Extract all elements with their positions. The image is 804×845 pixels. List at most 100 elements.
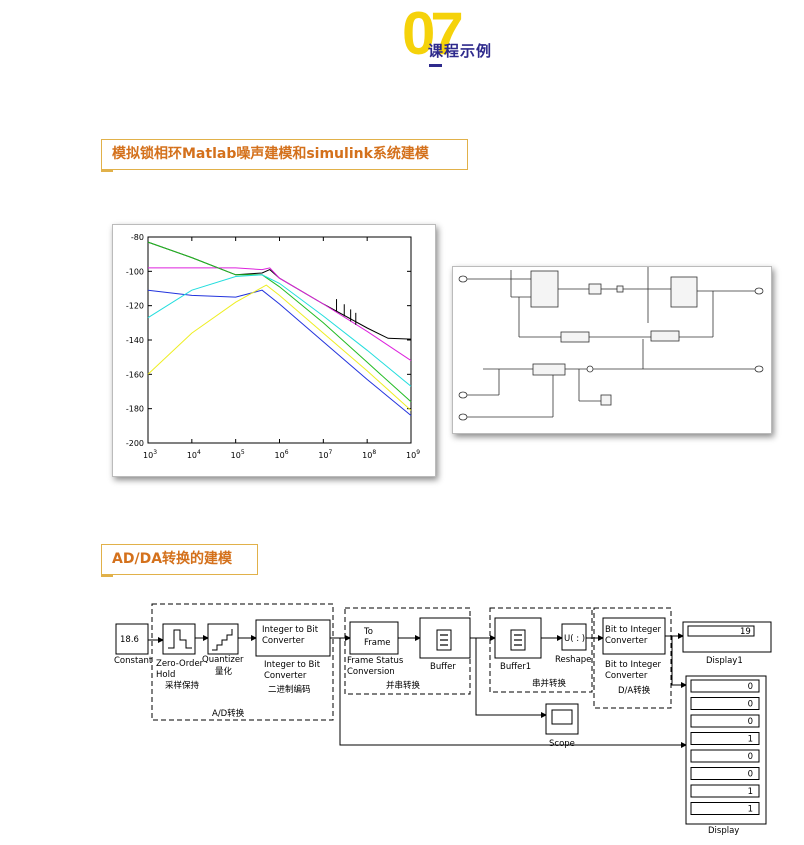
title-box-corner — [101, 574, 113, 577]
i2b-cn-label: 二进制编码 — [268, 684, 311, 695]
display-row-value: 0 — [748, 752, 753, 762]
wire — [475, 638, 547, 718]
y-tick-label: -180 — [126, 405, 144, 414]
output-port[interactable] — [754, 287, 764, 295]
display-row — [690, 679, 760, 693]
output-port[interactable] — [754, 365, 764, 373]
heading-underline — [429, 64, 442, 67]
buffer-label: Buffer — [430, 662, 456, 672]
reshape-block-text: U( : ) — [564, 634, 585, 644]
display-row — [690, 714, 760, 728]
display-row — [690, 697, 760, 710]
zoh-block[interactable] — [162, 623, 196, 655]
to-frame-block[interactable] — [349, 621, 399, 655]
section1-title: 模拟锁相环Matlab噪声建模和simulink系统建模 — [112, 146, 429, 162]
display-row-value: 0 — [748, 700, 753, 710]
input-port[interactable] — [458, 391, 468, 399]
buffer-icon — [436, 629, 452, 651]
wire — [671, 636, 687, 688]
constant-block[interactable] — [115, 623, 149, 655]
vco-block[interactable] — [670, 276, 698, 308]
series-line — [147, 241, 412, 403]
chart-series — [147, 241, 412, 416]
display-row-value: 0 — [748, 770, 753, 780]
simulink-pll-diagram-panel — [452, 266, 772, 434]
quantizer-cn-label: 量化 — [215, 666, 233, 677]
integer-to-bit-block[interactable] — [255, 619, 331, 657]
serial-parallel-group — [489, 607, 593, 693]
buffer1-icon — [510, 629, 526, 651]
y-tick-label: -200 — [126, 439, 144, 448]
display-row — [690, 732, 760, 745]
display-row — [690, 802, 760, 815]
display-rows: 0 0 0 1 0 0 1 1 — [690, 679, 760, 815]
display-label: Display — [708, 826, 739, 836]
b2i-cn-label: D/A转换 — [618, 685, 651, 696]
section2-title: AD/DA转换的建模 — [112, 551, 233, 567]
gain-block[interactable] — [588, 283, 602, 295]
display1-label: Display1 — [706, 656, 743, 666]
display1-block[interactable] — [682, 621, 772, 653]
x-tick-label: 104 — [187, 449, 201, 460]
zoh-cn-label: 采样保持 — [165, 680, 200, 691]
wire — [339, 638, 687, 748]
sum-junction[interactable] — [586, 365, 594, 373]
x-tick-label: 109 — [406, 449, 420, 460]
display-row-value: 1 — [748, 787, 753, 797]
display1-window — [687, 625, 755, 637]
quantizer-staircase-icon — [212, 629, 233, 651]
display-row-value: 1 — [748, 805, 753, 815]
zoh-step-icon — [168, 629, 192, 649]
display1-value: 19 — [740, 627, 751, 637]
y-tick-label: -80 — [131, 233, 144, 242]
series-line — [147, 274, 412, 387]
x-tick-label: 106 — [275, 449, 289, 460]
buffer-block[interactable] — [419, 617, 471, 659]
phase-detector-block[interactable] — [532, 363, 566, 376]
display-row-value: 1 — [748, 735, 753, 745]
ad-conversion-group — [151, 603, 334, 721]
input-port[interactable] — [458, 275, 468, 283]
quantizer-block[interactable] — [207, 623, 239, 655]
noise-block[interactable] — [650, 330, 680, 342]
y-tick-label: -120 — [126, 302, 144, 311]
display-row-value: 0 — [748, 682, 753, 692]
series-line — [147, 284, 412, 411]
title-box-corner — [101, 169, 113, 172]
display-row-value: 0 — [748, 717, 753, 727]
ad-group-label: A/D转换 — [212, 708, 245, 719]
scope-block[interactable] — [600, 394, 612, 406]
scope-label: Scope — [549, 739, 575, 749]
scope-block[interactable] — [545, 703, 579, 735]
sum-block[interactable] — [616, 285, 624, 293]
buffer1-block[interactable] — [494, 617, 542, 659]
constant-value: 18.6 — [120, 635, 139, 645]
reshape-block[interactable] — [561, 623, 587, 651]
loop-filter-block[interactable] — [530, 270, 559, 308]
input-port[interactable] — [458, 413, 468, 421]
section-number: 07 — [402, 0, 464, 67]
y-tick-label: -140 — [126, 336, 144, 345]
x-tick-label: 103 — [143, 449, 157, 460]
y-tick-label: -100 — [126, 267, 144, 276]
ps-group-label: 并串转换 — [386, 680, 421, 691]
x-tick-label: 105 — [231, 449, 245, 460]
buffer1-label: Buffer1 — [500, 662, 531, 672]
divider-block[interactable] — [560, 331, 590, 343]
x-tick-label: 108 — [362, 449, 376, 460]
da-conversion-group — [593, 607, 672, 709]
display-row — [690, 767, 760, 780]
scope-screen-icon — [551, 709, 573, 725]
quantizer-label: Quantizer — [202, 655, 244, 665]
bit-to-integer-block[interactable] — [602, 617, 666, 655]
section1-title-box: 模拟锁相环Matlab噪声建模和simulink系统建模 — [101, 139, 468, 172]
